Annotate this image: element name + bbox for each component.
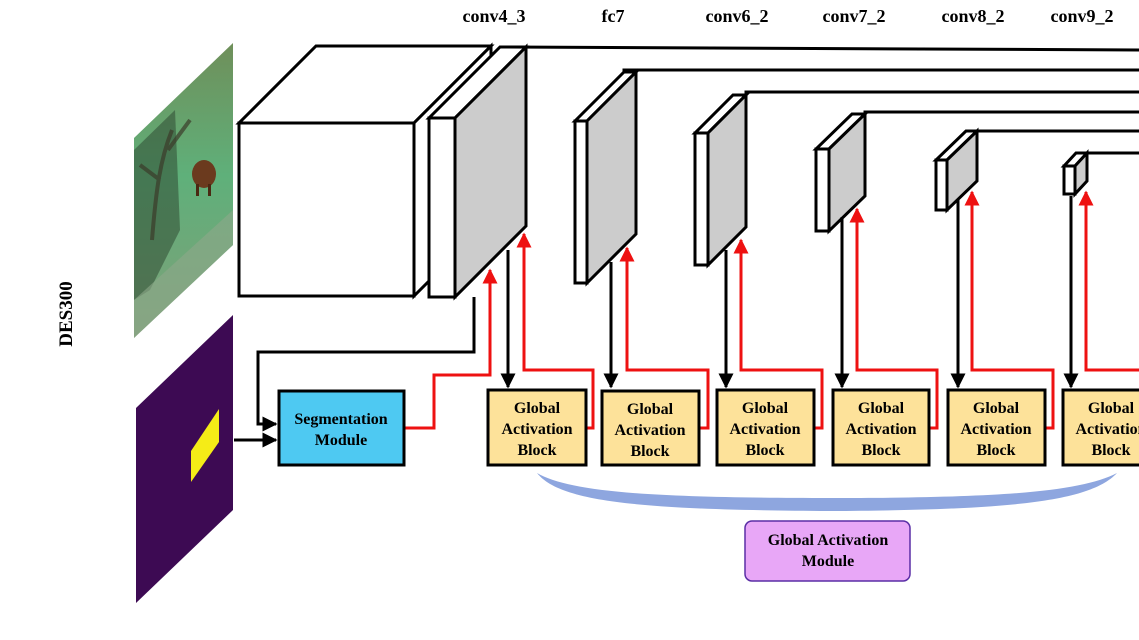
layer-label-conv4_3: conv4_3 [463,6,526,26]
feature-map-fc7 [571,68,640,287]
dataset-title: DES300 [56,281,77,346]
feature-map-conv9_2 [1060,149,1091,198]
up-arrow-conv4_3 [516,232,595,430]
layer-label-conv7_2: conv7_2 [823,6,886,26]
segmentation-module-line2: Module [315,432,367,449]
layer-labels: conv4_3 fc7 conv6_2 conv7_2 conv8_2 conv… [463,6,1114,26]
feature-map-conv6_2 [691,91,750,269]
feature-to-segmentation-arrow [256,297,476,432]
segmentation-module-line1: Segmentation [294,411,387,428]
up-arrow-conv9_2 [1078,190,1139,372]
gab-3: Global Activation Block [715,388,816,467]
gab-line3: Block [976,442,1015,459]
gab-line1: Global [858,400,905,417]
gab-line2: Activation [1075,421,1139,438]
layer-label-fc7: fc7 [602,6,625,26]
layer-label-conv6_2: conv6_2 [706,6,769,26]
gab-line3: Block [517,442,556,459]
cow-figure [192,160,216,188]
up-arrow-fc7 [619,246,710,430]
skip-connections [499,45,1139,155]
gab-line3: Block [745,442,784,459]
segmentation-to-feature-arrow [405,268,498,430]
gab-line2: Activation [845,421,916,438]
mask-object [191,409,219,482]
module-grouping-arc [537,473,1117,511]
gab-line1: Global [1088,400,1135,417]
gab-5: Global Activation Block [946,388,1047,467]
feature-map-conv8_2 [932,127,981,214]
gab-line1: Global [973,400,1020,417]
up-arrow-conv7_2 [849,207,939,430]
layer-label-conv8_2: conv8_2 [942,6,1005,26]
gab-line2: Activation [614,422,685,439]
gab-line3: Block [1091,442,1130,459]
gab-line1: Global [514,400,561,417]
gab-line1: Global [742,400,789,417]
gab-line3: Block [630,443,669,460]
gab-1: Global Activation Block [486,388,588,467]
gab-2: Global Activation Block [600,389,701,467]
gab-line3: Block [861,442,900,459]
layer-label-conv9_2: conv9_2 [1051,6,1114,26]
up-arrow-conv6_2 [733,238,824,430]
up-arrow-conv8_2 [964,190,1055,430]
gam-line1: Global Activation [768,532,889,549]
gab-line2: Activation [960,421,1031,438]
gab-6: Global Activation Block [1061,388,1139,467]
segmentation-module: Segmentation Module [277,389,406,467]
global-activation-module: Global Activation Module [744,520,911,582]
segmentation-mask [136,315,233,603]
gab-line2: Activation [501,421,572,438]
gam-line2: Module [802,553,854,570]
input-feature-cube [235,42,495,300]
gab-4: Global Activation Block [831,388,931,467]
gab-line2: Activation [729,421,800,438]
input-image [134,43,233,338]
gab-line1: Global [627,401,674,418]
